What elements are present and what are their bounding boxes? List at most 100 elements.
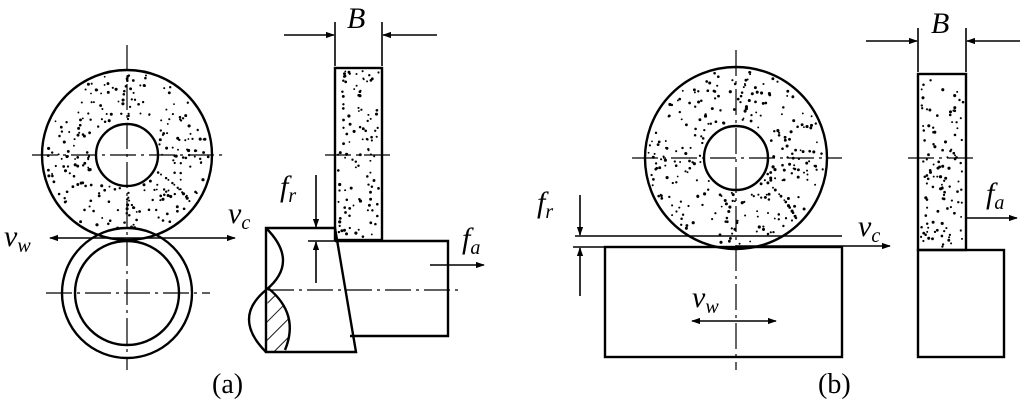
grain-dot — [88, 205, 91, 208]
grain-dot — [960, 170, 963, 173]
grain-dot — [781, 147, 784, 150]
grain-dot — [88, 131, 91, 135]
grain-dot — [678, 97, 682, 101]
grain-dot — [114, 87, 118, 91]
grain-dot — [366, 175, 369, 178]
grain-dot — [374, 222, 377, 226]
grinding-wheel-side-a — [333, 66, 384, 242]
grain-dot — [733, 200, 736, 203]
grain-dot — [348, 141, 351, 143]
grain-dot — [671, 181, 674, 185]
grain-dot — [793, 204, 797, 208]
grain-dot — [738, 242, 741, 245]
grain-dot — [927, 153, 930, 157]
grain-dot — [697, 90, 700, 93]
grain-dot — [338, 217, 342, 220]
grain-dot — [924, 214, 928, 217]
grain-dot — [372, 179, 376, 182]
grain-dot — [961, 237, 963, 240]
grain-dot — [941, 197, 945, 200]
grain-dot — [46, 168, 50, 172]
grain-dot — [678, 110, 681, 114]
grain-dot — [181, 156, 185, 159]
caption-b: (b) — [818, 369, 851, 400]
grain-dot — [714, 120, 718, 124]
grain-dot — [728, 90, 732, 94]
grain-dot — [348, 207, 352, 210]
grain-dot — [773, 188, 777, 192]
grain-dot — [671, 204, 674, 207]
grain-dot — [175, 205, 179, 209]
grain-dot — [684, 151, 688, 156]
grain-dot — [375, 202, 379, 206]
grain-dot — [923, 175, 927, 178]
grain-dot — [165, 212, 169, 216]
grain-dot — [118, 186, 122, 190]
grain-dot — [744, 78, 748, 82]
grain-dot — [723, 198, 727, 203]
grain-dot — [784, 200, 788, 204]
grain-dot — [138, 210, 141, 213]
grain-dot — [766, 211, 770, 215]
grain-dot — [121, 102, 125, 106]
grain-dot — [63, 197, 66, 200]
grain-dot — [680, 217, 683, 220]
grain-dot — [697, 100, 701, 104]
grain-dot — [186, 101, 189, 104]
grain-dot — [166, 122, 169, 125]
grain-dot — [679, 200, 683, 203]
grain-dot — [757, 225, 761, 229]
grain-dot — [932, 131, 935, 134]
grain-dot — [342, 142, 345, 145]
grain-dot — [794, 148, 797, 152]
grain-dot — [144, 76, 147, 80]
grain-dot — [953, 133, 957, 137]
grain-dot — [375, 135, 378, 138]
grain-dot — [700, 135, 703, 138]
grain-dot — [145, 74, 147, 77]
grain-dot — [940, 183, 943, 186]
grain-dot — [82, 134, 86, 138]
grain-dot — [801, 150, 805, 154]
grain-dot — [366, 209, 369, 212]
grain-dot — [156, 171, 160, 174]
grain-dot — [174, 154, 178, 158]
grain-dot — [664, 164, 667, 167]
grain-dot — [122, 93, 126, 96]
grain-dot — [650, 173, 653, 177]
grain-dot — [681, 89, 684, 92]
grain-dot — [364, 129, 368, 133]
grain-dot — [369, 79, 373, 82]
grain-dot — [676, 99, 679, 102]
grain-dot — [131, 79, 135, 82]
grain-dot — [352, 129, 356, 133]
grain-dot — [97, 125, 100, 128]
grain-dot — [100, 184, 104, 188]
grain-dot — [805, 161, 809, 165]
grain-dot — [774, 177, 777, 180]
grain-dot — [744, 105, 749, 109]
grain-dot — [73, 163, 77, 167]
grain-dot — [799, 149, 802, 152]
grain-dot — [778, 131, 781, 134]
grain-dot — [781, 163, 784, 167]
grain-dot — [928, 170, 933, 174]
grain-dot — [736, 97, 740, 101]
grain-dot — [132, 91, 135, 94]
grain-dot — [674, 164, 678, 167]
grain-dot — [169, 86, 172, 89]
grain-dot — [65, 154, 69, 158]
grain-dot — [76, 164, 80, 168]
grain-dot — [809, 123, 814, 127]
grain-dot — [926, 177, 930, 181]
grain-dot — [761, 227, 766, 231]
grain-dot — [777, 213, 781, 216]
grain-dot — [769, 231, 772, 234]
grain-dot — [87, 112, 90, 115]
grain-dot — [76, 133, 80, 137]
grain-dot — [159, 129, 162, 132]
grain-dot — [756, 210, 759, 213]
grain-dot — [366, 119, 369, 123]
grain-dot — [361, 70, 364, 73]
